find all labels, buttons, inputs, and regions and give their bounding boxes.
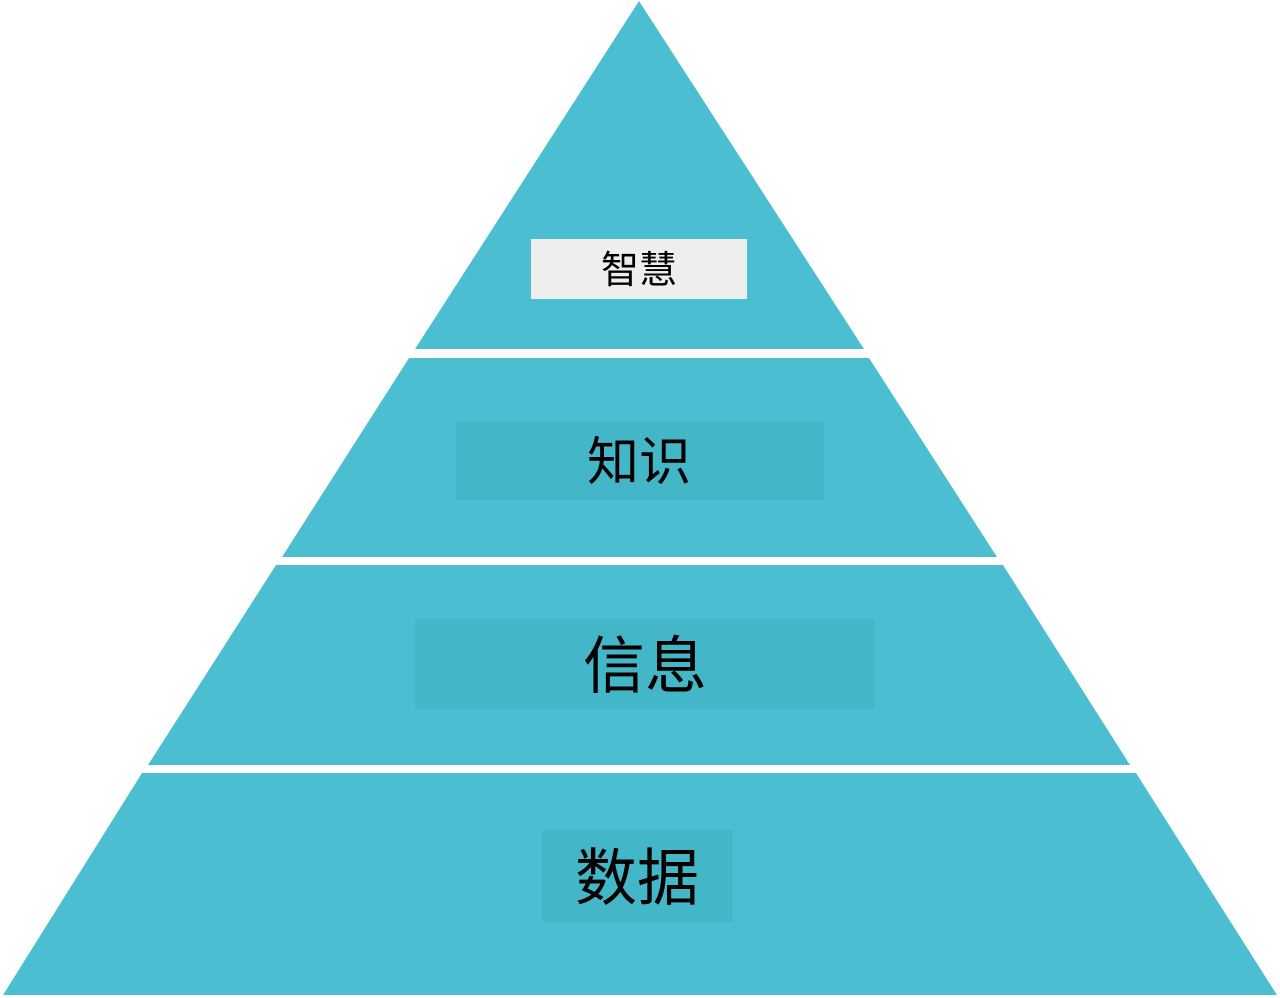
tier-label-box-data [542,830,733,922]
pyramid-tier-wisdom: 智慧 [415,1,864,349]
tier-label-box-wisdom [531,239,747,299]
pyramid-tier-information: 信息 [148,565,1130,765]
tier-label-knowledge: 知识 [587,433,691,493]
tier-label-box-knowledge [456,422,824,500]
tier-label-box-information [415,619,875,709]
pyramid-tier-data: 数据 [3,773,1277,995]
tier-label-data: 数据 [575,842,699,915]
tier-label-wisdom: 智慧 [601,248,677,292]
tier-label-information: 信息 [583,630,707,703]
pyramid-tier-knowledge: 知识 [282,358,997,557]
tier-shape-wisdom [415,1,864,349]
